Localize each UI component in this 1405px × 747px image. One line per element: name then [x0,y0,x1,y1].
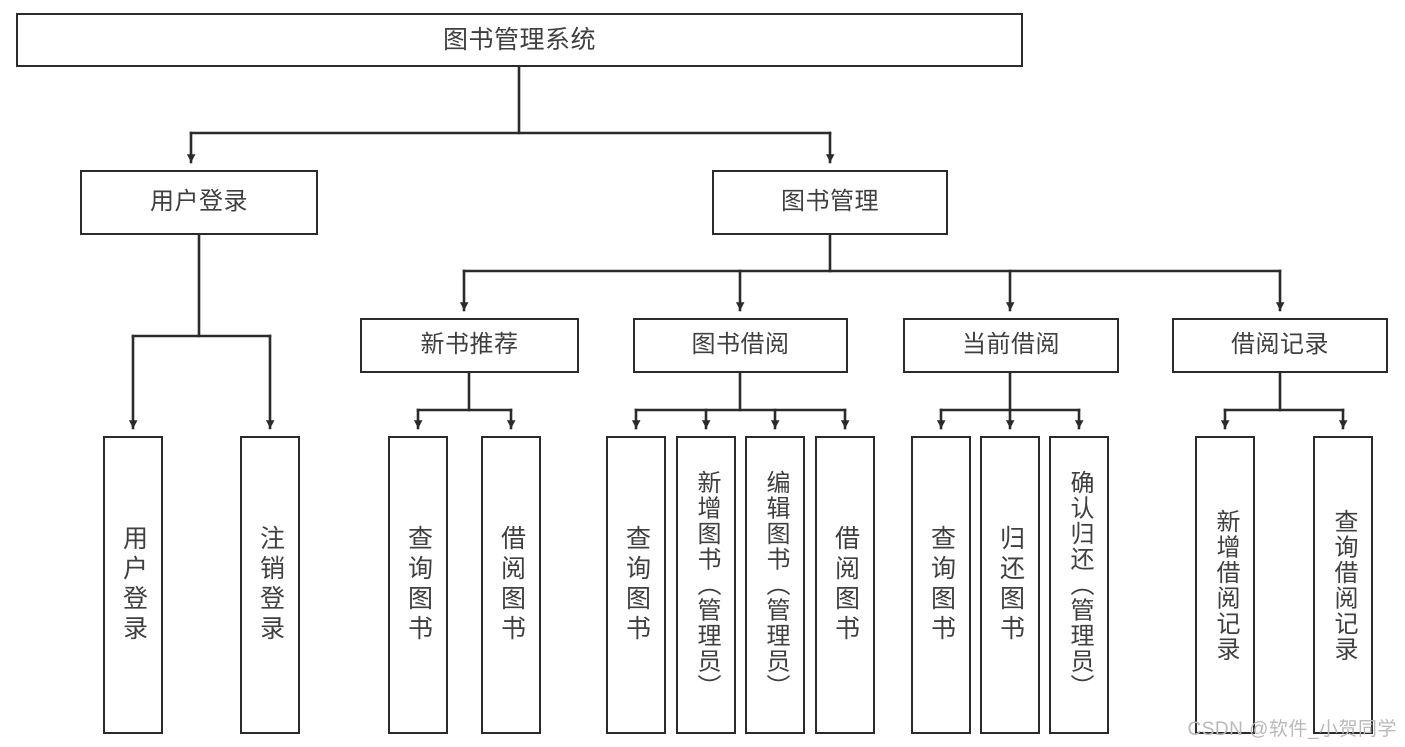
node-label: 图书管理 [781,188,879,216]
node-label: 新增图书（管理员） [693,470,720,700]
watermark-text: CSDN @软件_小贺同学 [1187,719,1397,740]
node-borrow-record[interactable]: 借阅记录 [1172,318,1388,373]
node-label: 新书推荐 [420,331,519,359]
node-label: 查询借阅记录 [1330,508,1357,662]
node-label: 注销登录 [256,525,285,645]
node-label: 查询图书 [404,525,433,645]
node-new-book-recommend[interactable]: 新书推荐 [360,318,579,373]
leaf-add-book-admin[interactable]: 新增图书（管理员） [676,436,736,734]
leaf-confirm-return-admin[interactable]: 确认归还（管理员） [1049,436,1109,734]
node-label: 当前借阅 [962,331,1060,359]
node-label: 归还图书 [996,525,1025,645]
node-label: 借阅记录 [1231,331,1329,359]
node-label: 用户登录 [150,188,248,216]
leaf-logout[interactable]: 注销登录 [240,436,300,734]
node-label: 查询图书 [927,525,956,645]
leaf-query-book-recommend[interactable]: 查询图书 [388,436,448,734]
leaf-add-borrow-record[interactable]: 新增借阅记录 [1195,436,1255,734]
node-label: 新增借阅记录 [1212,508,1239,662]
leaf-edit-book-admin[interactable]: 编辑图书（管理员） [745,436,805,734]
leaf-borrow-book-recommend[interactable]: 借阅图书 [481,436,541,734]
node-label: 图书管理系统 [442,26,596,54]
leaf-borrow-book[interactable]: 借阅图书 [815,436,875,734]
node-book-borrow[interactable]: 图书借阅 [633,318,848,373]
leaf-query-book-borrow[interactable]: 查询图书 [606,436,666,734]
node-label: 查询图书 [622,525,651,645]
leaf-return-book[interactable]: 归还图书 [980,436,1040,734]
node-label: 借阅图书 [831,525,860,645]
leaf-query-book-current[interactable]: 查询图书 [911,436,971,734]
node-label: 用户登录 [119,525,148,645]
node-label: 借阅图书 [497,525,526,645]
leaf-query-borrow-record[interactable]: 查询借阅记录 [1313,436,1373,734]
node-user-login[interactable]: 用户登录 [80,170,318,235]
node-current-borrow[interactable]: 当前借阅 [903,318,1119,373]
leaf-user-login[interactable]: 用户登录 [103,436,163,734]
node-label: 图书借阅 [691,331,790,359]
node-book-manage[interactable]: 图书管理 [712,170,948,235]
node-label: 编辑图书（管理员） [762,470,789,700]
node-root-system[interactable]: 图书管理系统 [16,13,1023,67]
node-label: 确认归还（管理员） [1066,470,1093,700]
